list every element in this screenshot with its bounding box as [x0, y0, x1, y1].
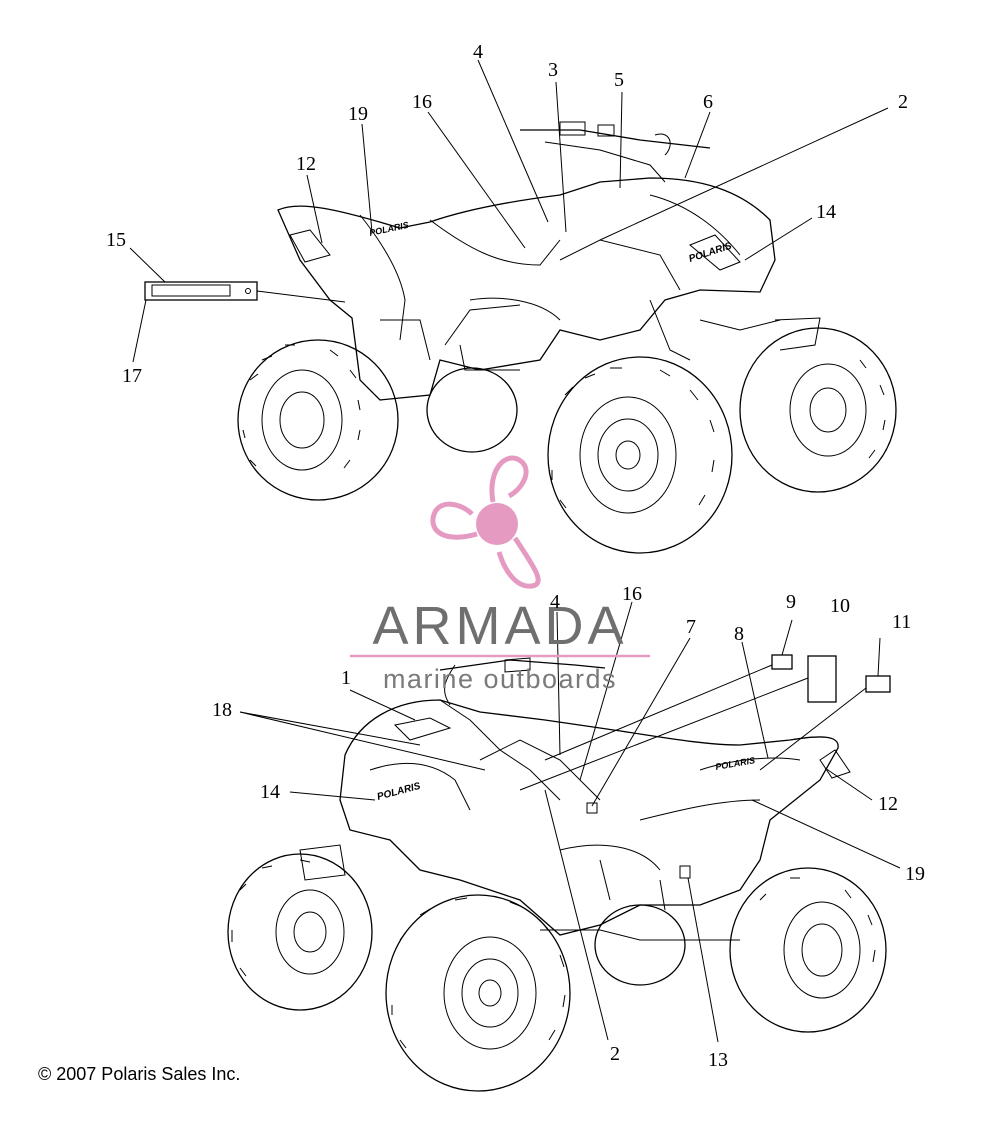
top-front-decal-text: POLARIS	[688, 241, 734, 265]
decal-11	[865, 675, 891, 693]
callout-bottom-7: 7	[686, 616, 696, 638]
top-callouts: 2 3 4 5 6 12 14 15 16 17 19	[106, 41, 908, 387]
callout-top-17: 17	[122, 365, 142, 387]
top-body	[277, 177, 776, 401]
propeller-icon	[430, 455, 541, 589]
callout-bottom-19: 19	[905, 863, 925, 885]
callout-top-12: 12	[296, 153, 316, 175]
bottom-rear-inner-wheel	[594, 904, 686, 986]
callout-bottom-12: 12	[878, 793, 898, 815]
top-rear-wheel	[237, 339, 399, 501]
bottom-leader-lines	[239, 601, 901, 1043]
bottom-front-decal-text: POLARIS	[376, 781, 422, 803]
armada-watermark: ARMADA marine outboards	[350, 455, 650, 694]
callout-bottom-8: 8	[734, 623, 744, 645]
decal-13-square	[679, 865, 691, 879]
callout-top-4: 4	[473, 41, 483, 63]
decal-15-plate	[144, 281, 258, 301]
callout-bottom-4: 4	[550, 591, 560, 613]
callout-bottom-14: 14	[260, 781, 280, 803]
callout-top-5: 5	[614, 69, 624, 91]
callout-top-2: 2	[898, 91, 908, 113]
callout-bottom-2: 2	[610, 1043, 620, 1065]
top-rear-inner-wheel	[426, 367, 518, 453]
decal-9	[771, 654, 793, 670]
watermark-brand: ARMADA	[372, 596, 627, 656]
atv-bottom-illustration: POLARIS POLARIS	[227, 657, 887, 1092]
callout-bottom-18: 18	[212, 699, 232, 721]
callout-bottom-9: 9	[786, 591, 796, 613]
callout-bottom-11: 11	[892, 611, 911, 633]
bottom-front-left-wheel	[227, 853, 373, 1011]
atv-top-illustration: POLARIS POLARIS	[237, 121, 897, 554]
decal-7-square	[586, 802, 598, 814]
top-leader-lines	[129, 59, 889, 363]
bottom-rear-decal-text: POLARIS	[715, 755, 756, 772]
decal-10	[807, 655, 837, 703]
bottom-rear-wheel	[729, 867, 887, 1033]
top-front-wheel	[547, 356, 733, 554]
callout-top-6: 6	[703, 91, 713, 113]
callout-top-14: 14	[816, 201, 836, 223]
bottom-front-wheel	[385, 894, 571, 1092]
copyright-text: © 2007 Polaris Sales Inc.	[38, 1064, 241, 1084]
callout-top-16: 16	[412, 91, 432, 113]
top-rear-decal-text: POLARIS	[368, 220, 409, 238]
callout-top-19: 19	[348, 103, 368, 125]
callout-bottom-16: 16	[622, 583, 642, 605]
callout-bottom-10: 10	[830, 595, 850, 617]
callout-bottom-13: 13	[708, 1049, 728, 1071]
bottom-body	[339, 699, 839, 936]
watermark-tagline: marine outboards	[383, 664, 617, 694]
top-far-front-wheel	[739, 327, 897, 493]
bottom-callouts: 1 2 4 7 8 9 10 11 12 13 14 16 18 19	[212, 583, 925, 1071]
callout-bottom-1: 1	[341, 667, 351, 689]
callout-top-15: 15	[106, 229, 126, 251]
callout-top-3: 3	[548, 59, 558, 81]
